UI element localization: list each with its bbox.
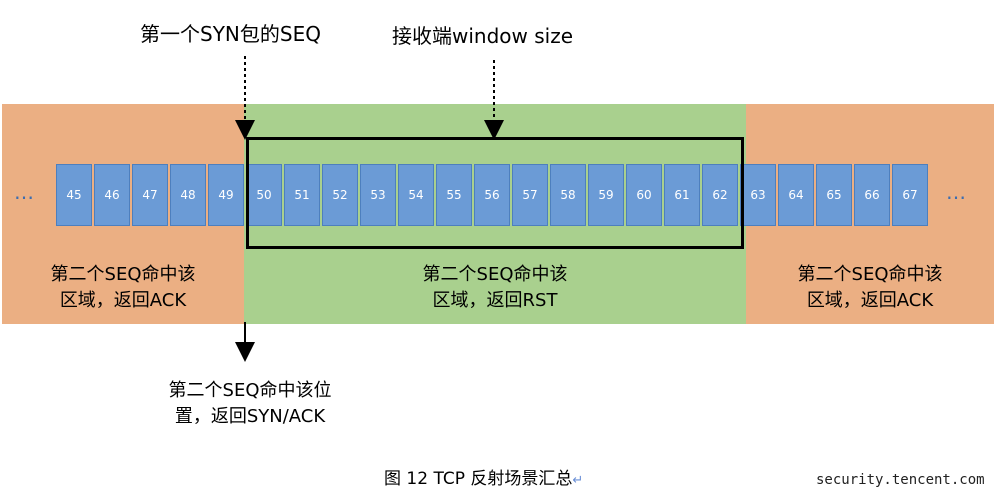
seq-cell: 49 bbox=[208, 164, 244, 226]
seq-cell: 66 bbox=[854, 164, 890, 226]
right-region-text: 第二个SEQ命中该 区域，返回ACK bbox=[797, 264, 943, 311]
seq-cell: 67 bbox=[892, 164, 928, 226]
seq-cell: 47 bbox=[132, 164, 168, 226]
seq-cell: 55 bbox=[436, 164, 472, 226]
ellipsis-left: … bbox=[14, 180, 35, 204]
seq-cell: 48 bbox=[170, 164, 206, 226]
seq-cell: 58 bbox=[550, 164, 586, 226]
seq-cell: 59 bbox=[588, 164, 624, 226]
ellipsis-right: … bbox=[946, 180, 967, 204]
seq-cell: 54 bbox=[398, 164, 434, 226]
seq-cell: 51 bbox=[284, 164, 320, 226]
left-region-text: 第二个SEQ命中该 区域，返回ACK bbox=[50, 264, 196, 311]
seq-cell: 56 bbox=[474, 164, 510, 226]
seq-cell: 50 bbox=[246, 164, 282, 226]
syn-ack-label: 第二个SEQ命中该位 置，返回SYN/ACK bbox=[168, 380, 332, 427]
seq-cell: 52 bbox=[322, 164, 358, 226]
seq-cell: 46 bbox=[94, 164, 130, 226]
seq-cell: 63 bbox=[740, 164, 776, 226]
first-syn-seq-label: 第一个SYN包的SEQ bbox=[140, 22, 321, 46]
seq-cell: 57 bbox=[512, 164, 548, 226]
seq-cell: 61 bbox=[664, 164, 700, 226]
seq-cell: 45 bbox=[56, 164, 92, 226]
figure-caption: 图 12 TCP 反射场景汇总↵ bbox=[384, 469, 584, 489]
receiver-window-label: 接收端window size bbox=[392, 24, 574, 48]
watermark: security.tencent.com bbox=[816, 472, 985, 488]
seq-cell: 60 bbox=[626, 164, 662, 226]
middle-region-text: 第二个SEQ命中该 区域，返回RST bbox=[422, 264, 568, 311]
seq-cell: 64 bbox=[778, 164, 814, 226]
seq-cell: 53 bbox=[360, 164, 396, 226]
seq-cell: 62 bbox=[702, 164, 738, 226]
seq-cell: 65 bbox=[816, 164, 852, 226]
